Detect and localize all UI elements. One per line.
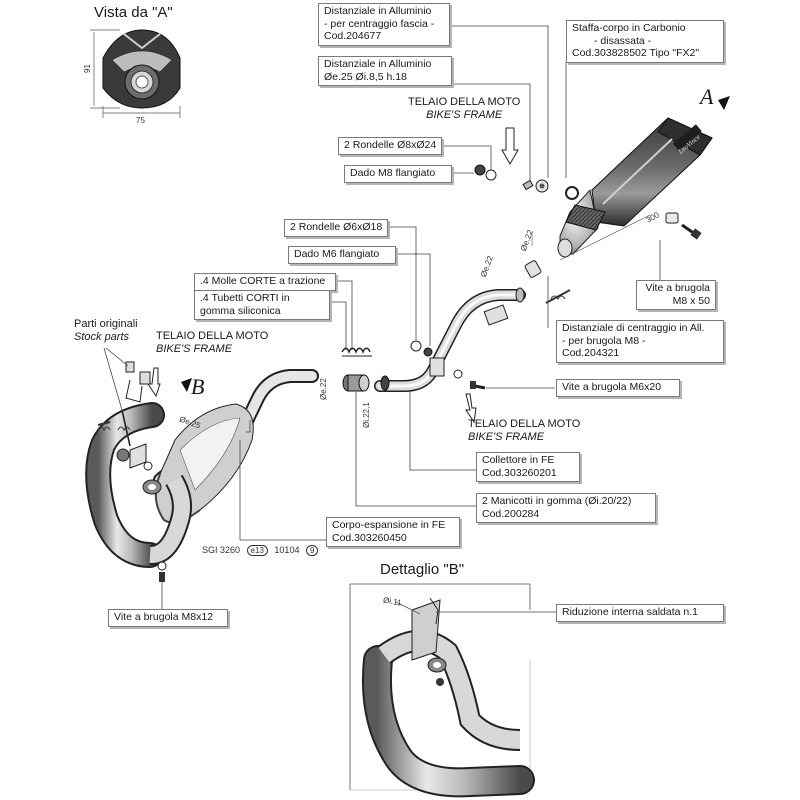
muffler-hardware [474,164,702,304]
callout-line: .4 Tubetti CORTI in [200,292,290,304]
callout-line: Cod.204677 [324,30,382,42]
frame-mid-en: BIKE'S FRAME [468,431,545,443]
callout-screw-m6x20: Vite a brugola M6x20 [556,379,680,397]
callout-line: - disassata - [594,34,652,47]
view-a-title: Vista da "A" [94,4,173,21]
frame-top-it: TELAIO DELLA MOTO [408,96,521,108]
dim-sleeve-e22: Øe.22 [319,378,328,400]
frame-label-left: TELAIO DELLA MOTO BIKE'S FRAME [156,330,268,356]
detail-b-drawing [361,597,535,798]
link-pipe [374,287,526,392]
expansion-chamber [85,369,319,568]
callout-line: Collettore in FE [482,454,555,466]
callout-line: Øe.25 Øi.8,5 h.18 [324,70,407,83]
callout-centering-spacer: Distanziale di centraggio in All. - per … [556,320,724,363]
dim-width-75: 75 [136,116,145,125]
callout-body-expansion: Corpo-espansione in FE Cod.303260450 [326,517,460,547]
stock-parts-it: Parti originali [74,318,138,330]
callout-line: Distanziale in Alluminio [324,5,432,17]
callout-line: Dado M8 flangiato [350,167,436,179]
callout-reduction: Riduzione interna saldata n.1 [556,604,724,622]
callout-nut-m8: Dado M8 flangiato [344,165,452,183]
detail-b-frame [349,583,531,791]
cert-part-4: 9 [305,545,319,556]
frame-arrows [147,127,519,424]
stock-parts [121,361,151,447]
stock-parts-en: Stock parts [74,331,130,343]
callout-line: Cod.303828502 Tipo "FX2" [572,47,700,59]
frame-mid-it: TELAIO DELLA MOTO [468,418,581,430]
callout-line: 2 Manicotti in gomma (Øi.20/22) [482,495,632,507]
cert-part-2: e13 [246,545,268,556]
frame-label-mid: TELAIO DELLA MOTO BIKE'S FRAME [468,418,580,444]
callout-line: 2 Rondelle Ø6xØ18 [290,221,383,233]
callout-line: Vite a brugola [645,282,710,294]
cert-part-1: SGI 3260 [202,545,241,555]
cert-part-3: 10104 [274,545,300,555]
callout-screw-m8x12: Vite a brugola M8x12 [108,609,228,627]
dim-sleeve-i221: Øi.22,1 [362,402,371,428]
rubber-sleeves [342,374,390,392]
stock-parts-label: Parti originali Stock parts [74,318,138,344]
detail-b-title: Dettaglio "B" [380,561,465,578]
view-a-dimensions [90,29,181,118]
callout-line: M8 x 50 [672,294,710,307]
view-b-arrow [181,378,192,392]
callout-washers-6: 2 Rondelle Ø6xØ18 [284,219,388,237]
callout-line: .4 Molle CORTE a trazione [200,275,326,287]
marker-a: A [700,84,714,109]
frame-left-it: TELAIO DELLA MOTO [156,330,269,342]
view-a-arrow [718,96,730,110]
callout-line: - per centraggio fascia - [324,17,435,30]
callout-carbon-bracket: Staffa-corpo in Carbonio - disassata - C… [566,20,724,63]
muffler-body: LeoVince [557,117,713,258]
callout-line: Distanziale in Alluminio [324,58,432,70]
callout-line: Vite a brugola M6x20 [562,381,662,393]
certification-mark: SGI 3260 e13 10104 9 [202,545,322,556]
callout-line: Distanziale di centraggio in All. [562,322,705,334]
frame-label-top: TELAIO DELLA MOTO BIKE'S FRAME [408,96,520,122]
callout-line: Cod.200284 [482,507,540,520]
callout-alu-spacer: Distanziale in Alluminio Øe.25 Øi.8,5 h.… [318,56,452,86]
callout-line: gomma siliconica [200,304,281,317]
muffler-dims [531,214,651,261]
callout-rubber-sleeves: 2 Manicotti in gomma (Øi.20/22) Cod.2002… [476,493,656,523]
dim-height-91: 91 [82,64,92,73]
callout-screw-m8x50: Vite a brugola M8 x 50 [636,280,716,310]
callout-silicone-tubes: .4 Tubetti CORTI in gomma siliconica [194,290,330,320]
screw-m8x12 [157,561,167,582]
frame-left-en: BIKE'S FRAME [156,343,233,355]
callout-line: 2 Rondelle Ø8xØ24 [344,139,437,151]
callout-line: Corpo-espansione in FE [332,519,446,531]
marker-b: B [191,374,205,399]
m6-hardware [410,340,486,390]
callout-springs: .4 Molle CORTE a trazione [194,273,336,291]
callout-washers-8: 2 Rondelle Ø8xØ24 [338,137,442,155]
end-cap-view-a [102,29,181,109]
frame-top-en: BIKE'S FRAME [426,109,503,121]
callout-line: Dado M6 flangiato [294,248,380,260]
callout-line: Cod.303260201 [482,466,557,479]
callout-line: Cod.204321 [562,347,620,359]
callout-line: Riduzione interna saldata n.1 [562,606,699,618]
callout-alu-spacer-band: Distanziale in Alluminio - per centraggi… [318,3,450,46]
callout-line: Cod.303260450 [332,531,407,544]
callout-line: - per brugola M8 - [562,334,646,347]
callout-line: Vite a brugola M8x12 [114,611,214,623]
callout-nut-m6: Dado M6 flangiato [288,246,396,264]
callout-header: Collettore in FE Cod.303260201 [476,452,580,482]
callout-line: Staffa-corpo in Carbonio [572,22,686,34]
springs-clip [341,347,372,357]
